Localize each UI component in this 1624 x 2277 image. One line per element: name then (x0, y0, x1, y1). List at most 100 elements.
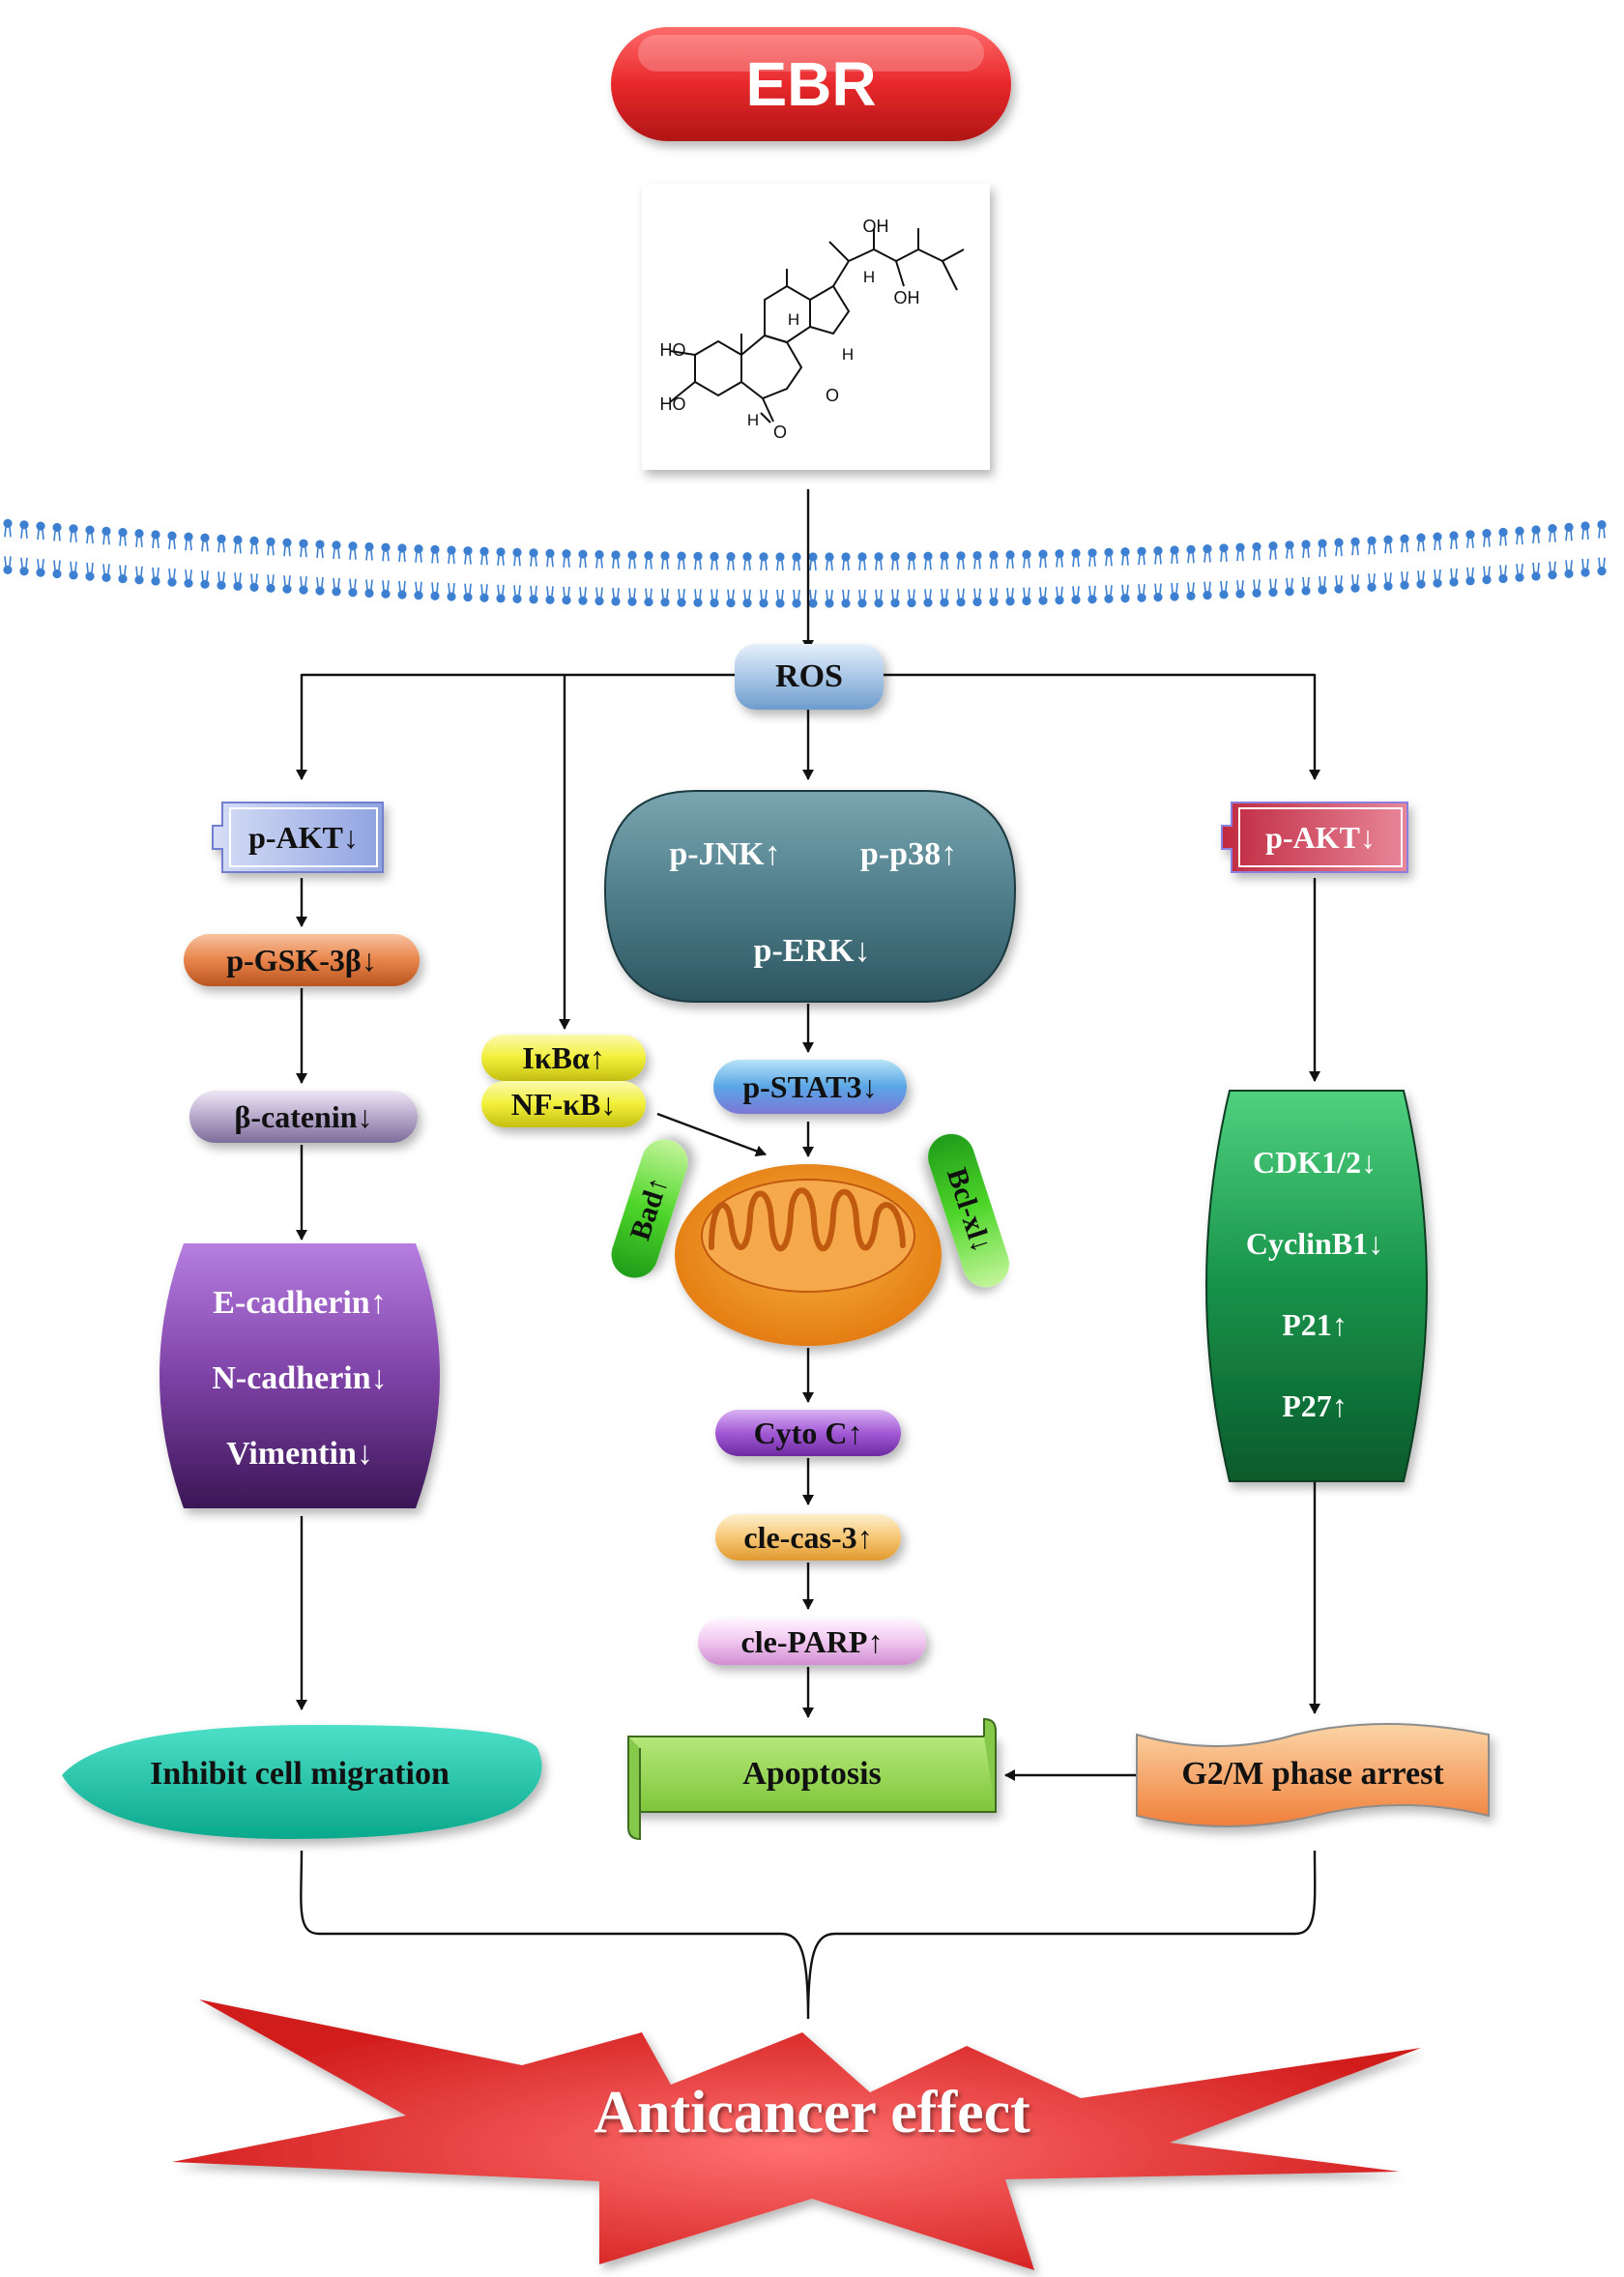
cas3-node (715, 1514, 901, 1561)
membrane-lipid (1087, 547, 1098, 568)
membrane-lipid (1596, 519, 1608, 540)
membrane-lipid (1580, 558, 1591, 578)
membrane-lipid (2, 517, 14, 539)
membrane-lipid (232, 534, 244, 555)
membrane-lipid (643, 550, 654, 570)
membrane-lipid (1317, 575, 1328, 596)
membrane-lipid (889, 588, 901, 609)
membrane-lipid (18, 556, 30, 577)
membrane-lipid (1563, 521, 1575, 542)
membrane-lipid (840, 589, 852, 609)
membrane-lipid (676, 550, 687, 570)
membrane-lipid (709, 551, 720, 571)
molecule-atom-ho-1: HO (659, 339, 686, 360)
membrane-lipid (84, 562, 96, 582)
molecule-atom-oh-1: OH (862, 216, 889, 236)
membrane-lipid (643, 587, 654, 607)
membrane-lipid (561, 548, 572, 569)
membrane-lipid (117, 564, 129, 584)
membrane-lipid (199, 569, 211, 590)
membrane-lipid (166, 530, 178, 550)
membrane-lipid (741, 588, 753, 609)
membrane-lipid (955, 588, 967, 608)
membrane-lipid (1103, 546, 1115, 568)
membrane-lipid (281, 537, 293, 558)
membrane-lipid (248, 535, 260, 556)
membrane-lipid (347, 577, 359, 598)
membrane-lipid (709, 588, 720, 608)
membrane-lipid (824, 589, 835, 609)
membrane-lipid (972, 550, 983, 570)
membrane-lipid (1333, 574, 1345, 595)
membrane-lipid (380, 579, 392, 599)
membrane-lipid (150, 567, 161, 587)
membrane-lipid (594, 586, 605, 606)
membrane-lipid (199, 532, 211, 553)
membrane-lipid (1070, 547, 1082, 569)
membrane-lipid (380, 541, 392, 563)
membrane-lipid (1218, 542, 1230, 563)
g2m-node (1136, 1723, 1490, 1827)
membrane-lipid (544, 547, 556, 569)
membrane-lipid (1349, 536, 1361, 557)
membrane-lipid (281, 574, 293, 595)
membrane-lipid (51, 522, 63, 542)
membrane-lipid (1514, 525, 1525, 546)
membrane-lipid (1333, 537, 1345, 557)
cell-membrane (2, 517, 1608, 609)
membrane-lipid (133, 565, 145, 586)
molecule-atom-h-3: H (841, 345, 855, 364)
membrane-lipid (1037, 548, 1049, 569)
bad-node (611, 1139, 688, 1278)
membrane-lipid (692, 588, 704, 608)
membrane-lipid (1251, 578, 1262, 598)
membrane-lipid (1415, 569, 1427, 590)
membrane-lipid (873, 551, 884, 571)
membrane-lipid (972, 587, 983, 607)
membrane-lipid (1087, 584, 1098, 605)
membrane-lipid (1300, 576, 1312, 597)
membrane-lipid (429, 543, 441, 565)
membrane-lipid (51, 559, 63, 579)
stat3-node (713, 1060, 907, 1114)
cellcycle-barrel (1205, 1090, 1428, 1482)
nfkb-label: NF-κB↓ (510, 1086, 617, 1122)
membrane-lipid (478, 583, 490, 603)
membrane-lipid (396, 542, 408, 563)
membrane-lipid (150, 529, 161, 549)
membrane-lipid (396, 580, 408, 600)
membrane-lipid (1103, 584, 1115, 604)
emt-barrel (160, 1243, 440, 1508)
membrane-lipid (1464, 567, 1476, 587)
membrane-lipid (265, 536, 276, 557)
membrane-lipid (1251, 541, 1262, 562)
membrane-lipid (1004, 587, 1016, 607)
membrane-lipid (1037, 586, 1049, 606)
membrane-lipid (1119, 583, 1131, 604)
membrane-lipid (1119, 546, 1131, 567)
membrane-lipid (1382, 534, 1394, 555)
molecule-structure (642, 184, 990, 470)
membrane-lipid (1136, 583, 1147, 603)
membrane-lipid (626, 549, 638, 570)
membrane-lipid (791, 551, 802, 571)
membrane-lipid (1547, 560, 1558, 581)
membrane-lipid (922, 588, 934, 608)
membrane-lipid (1284, 540, 1295, 560)
membrane-lipid (610, 587, 622, 607)
connector-lines (296, 489, 1320, 1781)
membrane-lipid (314, 576, 326, 597)
ebr-node (611, 27, 1011, 141)
membrane-lipid (1021, 586, 1032, 606)
membrane-lipid (183, 531, 194, 551)
membrane-lipid (413, 580, 424, 601)
membrane-lipid (1399, 533, 1410, 554)
p27-label: P27↑ (1282, 1387, 1348, 1423)
molecule-atom-ho-2: HO (659, 394, 686, 414)
membrane-lipid (183, 569, 194, 589)
membrane-lipid (988, 549, 1000, 570)
membrane-lipid (758, 589, 769, 609)
membrane-lipid (1497, 527, 1509, 547)
membrane-lipid (1169, 582, 1180, 602)
